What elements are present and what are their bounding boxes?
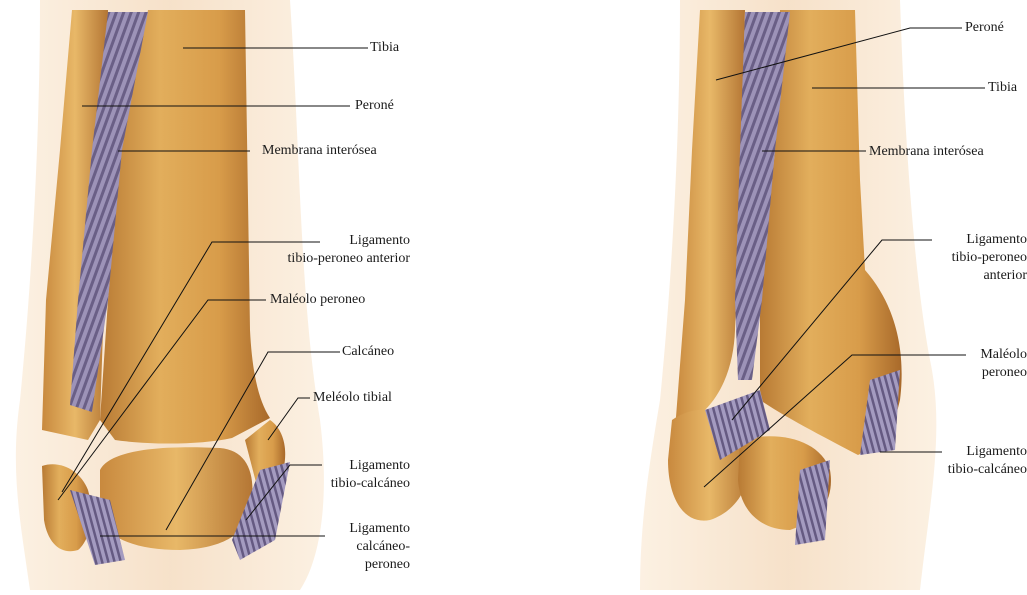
label-perone-right: Peroné	[965, 19, 1004, 36]
label-membrana-right: Membrana interósea	[869, 143, 984, 160]
label-lig-tc-right-2: tibio-calcáneo	[948, 461, 1027, 478]
label-maleolo-right-1: Maléolo	[980, 346, 1027, 363]
label-maleolo-right-2: peroneo	[982, 364, 1027, 381]
label-lig-tp-ant-left-2: tibio-peroneo anterior	[288, 250, 410, 267]
label-membrana-left: Membrana interósea	[262, 142, 377, 159]
right-lig-ankle-distal	[795, 460, 830, 545]
label-perone-left: Peroné	[355, 97, 394, 114]
label-maleolo-peroneo-left: Maléolo peroneo	[270, 291, 365, 308]
label-lig-tp-ant-right-1: Ligamento	[966, 231, 1027, 248]
left-talus	[100, 447, 253, 550]
label-meleolo-tibial-left: Meléolo tibial	[313, 389, 392, 406]
label-lig-tc-left-1: Ligamento	[349, 457, 410, 474]
label-lig-tc-right-1: Ligamento	[966, 443, 1027, 460]
label-lig-tp-ant-right-2: tibio-peroneo	[952, 249, 1027, 266]
label-lig-cp-left-2: calcáneo-	[356, 538, 410, 555]
label-tibia-right: Tibia	[988, 79, 1017, 96]
label-lig-cp-left-1: Ligamento	[349, 520, 410, 537]
label-lig-tp-ant-right-3: anterior	[983, 267, 1027, 284]
label-lig-tp-ant-left-1: Ligamento	[349, 232, 410, 249]
label-tibia-left: Tibia	[370, 39, 399, 56]
label-calcaneo-left: Calcáneo	[342, 343, 394, 360]
label-lig-tc-left-2: tibio-calcáneo	[331, 475, 410, 492]
label-lig-cp-left-3: peroneo	[365, 556, 410, 573]
